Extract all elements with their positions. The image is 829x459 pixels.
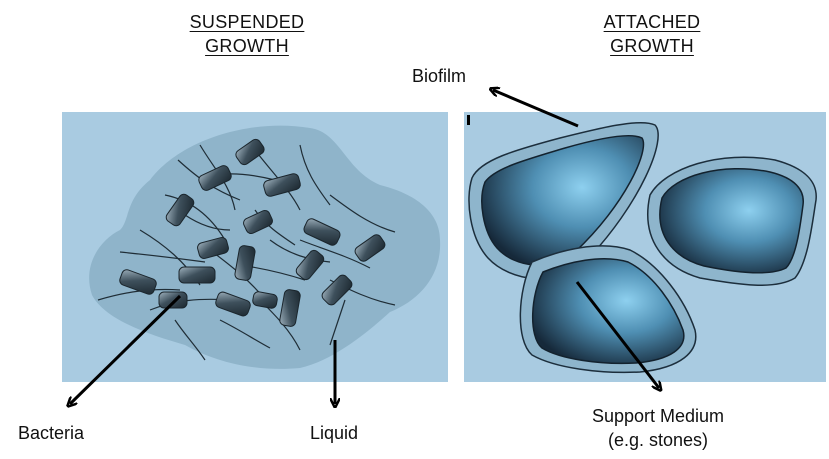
attached-title-line2: GROWTH <box>582 34 722 58</box>
attached-title: ATTACHED GROWTH <box>582 10 722 58</box>
bacterium <box>179 267 215 283</box>
liquid-label: Liquid <box>310 421 358 445</box>
bacterium <box>159 292 187 308</box>
support-medium-label: Support Medium (e.g. stones) <box>573 404 743 452</box>
suspended-title-line1: SUSPENDED <box>172 10 322 34</box>
stone-right <box>648 157 816 285</box>
support-medium-label-line1: Support Medium <box>573 404 743 428</box>
suspended-title-line2: GROWTH <box>172 34 322 58</box>
panel-mark <box>467 115 470 125</box>
bacteria-label: Bacteria <box>18 421 84 445</box>
support-medium-label-line2: (e.g. stones) <box>573 428 743 452</box>
suspended-title: SUSPENDED GROWTH <box>172 10 322 58</box>
attached-panel <box>464 90 826 388</box>
suspended-panel <box>62 112 448 404</box>
biofilm-label: Biofilm <box>412 64 466 88</box>
attached-title-line1: ATTACHED <box>582 10 722 34</box>
